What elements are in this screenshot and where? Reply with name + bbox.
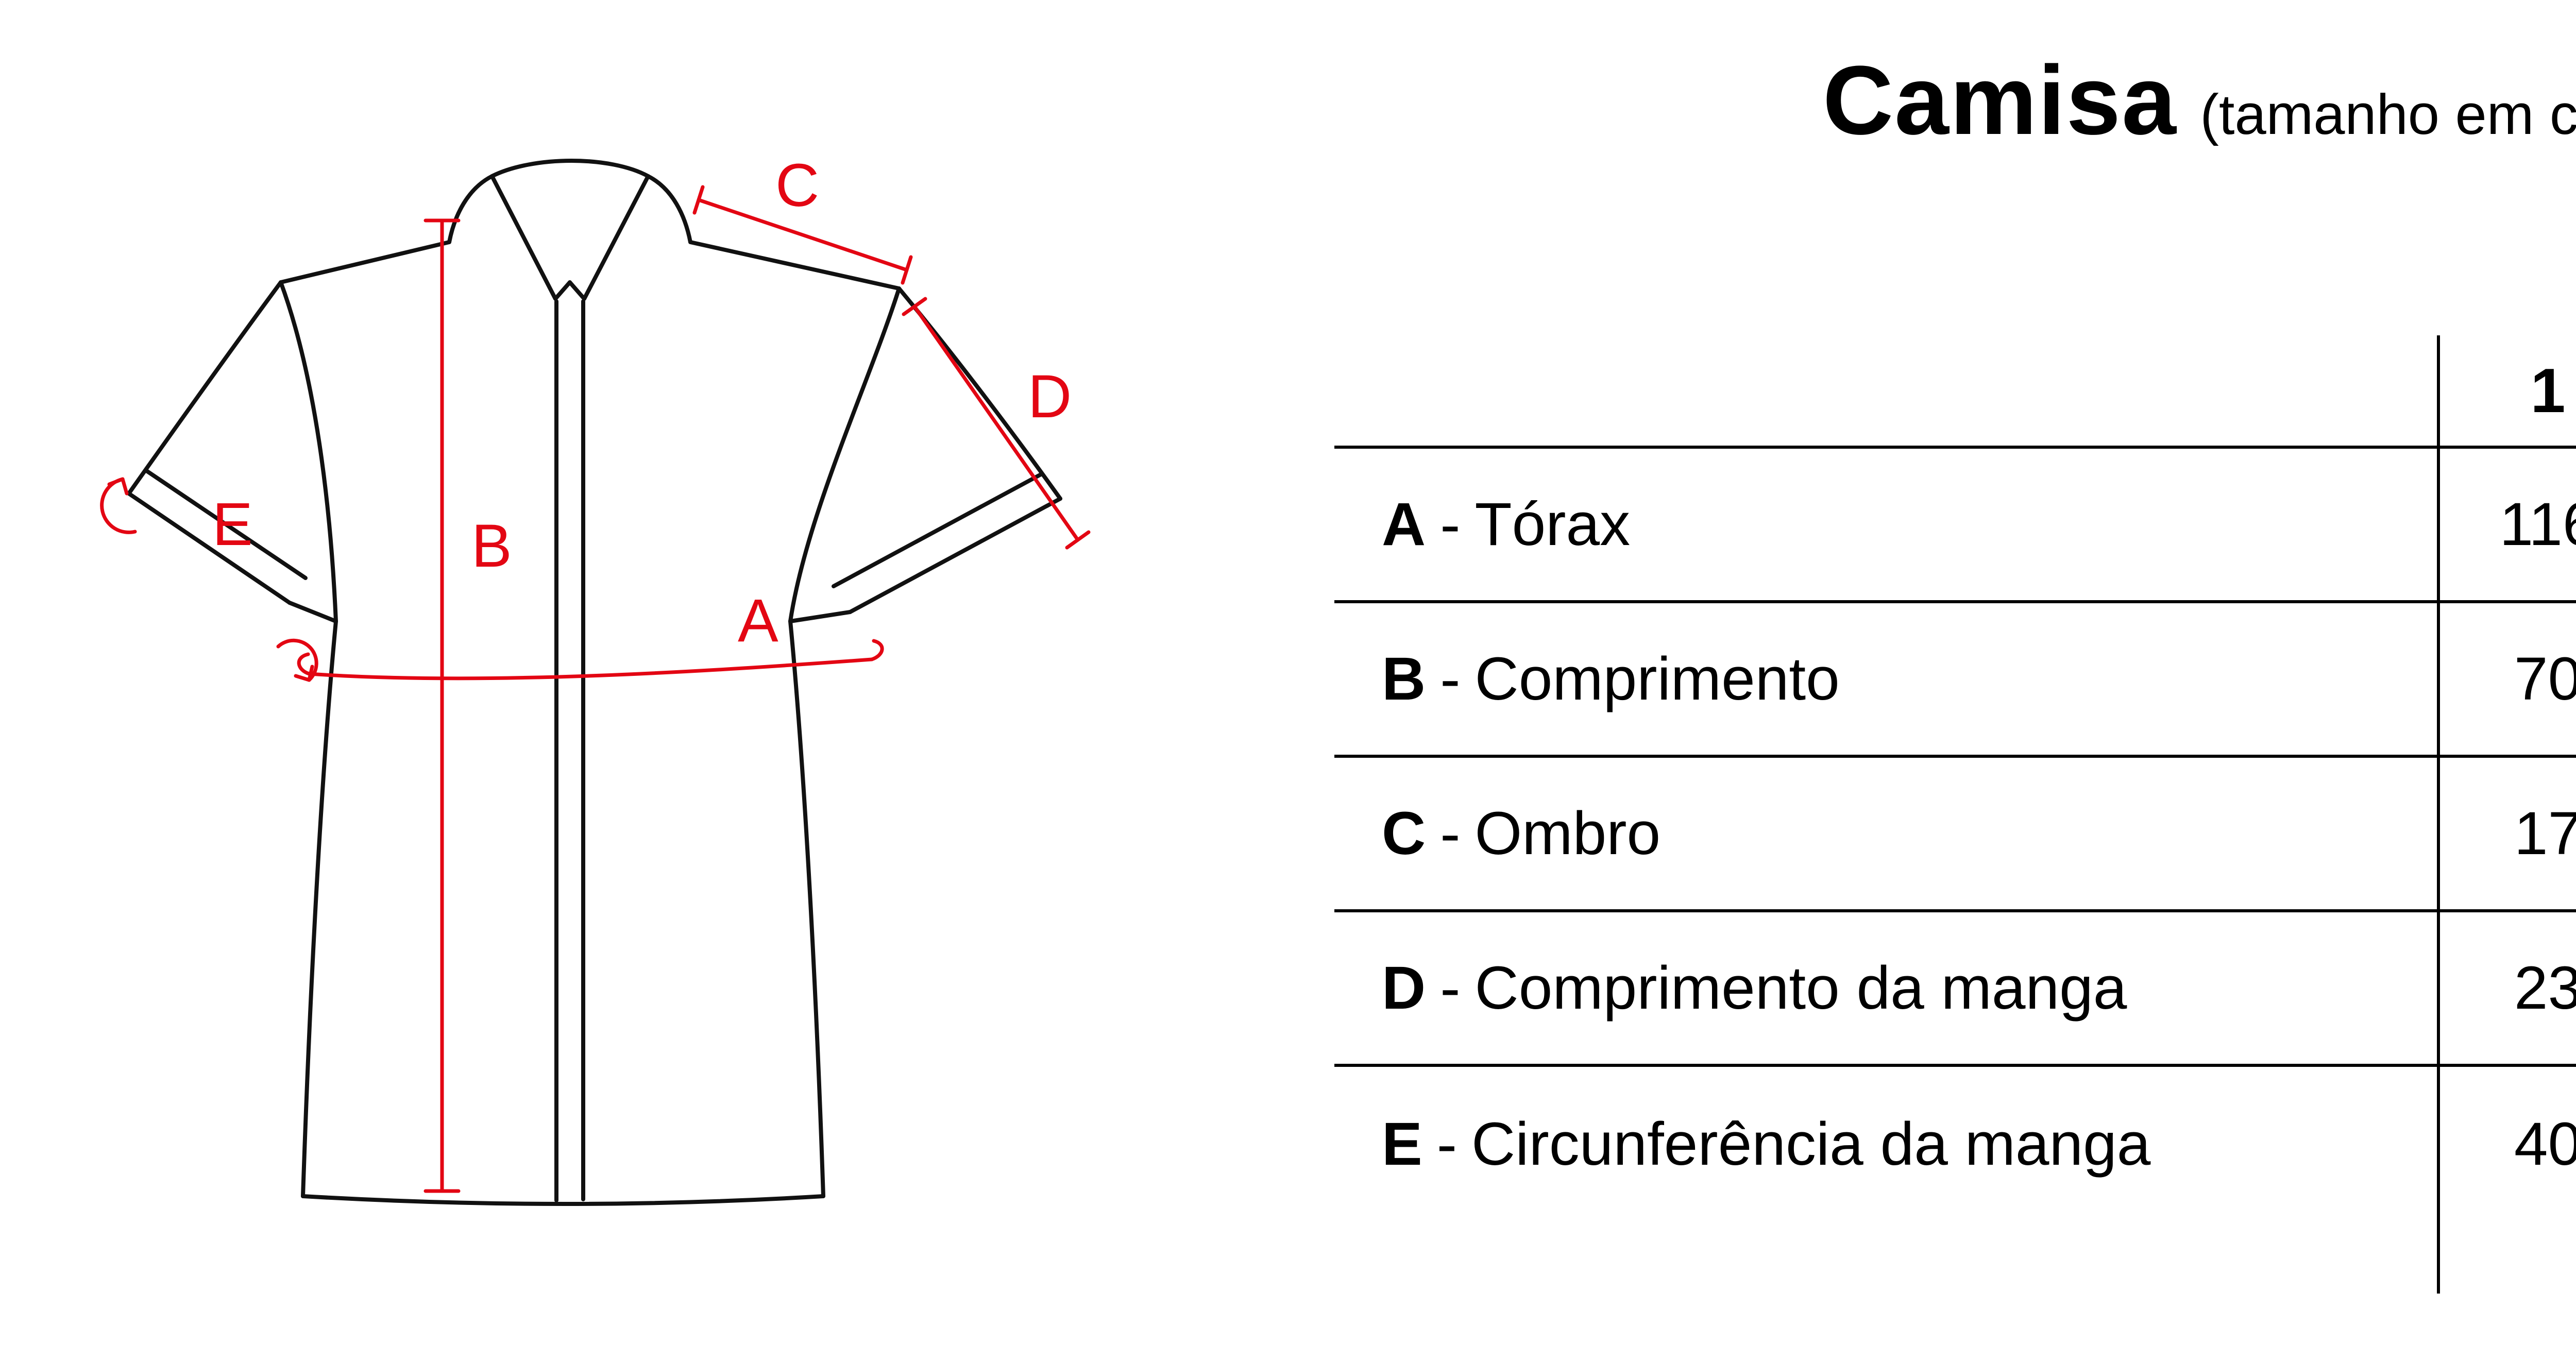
- shirt-outline: [127, 159, 1062, 1206]
- row-name: Tórax: [1475, 490, 1631, 558]
- table-extension-spacer: [1334, 1221, 2437, 1294]
- measurement-label-d: D: [1028, 363, 1072, 431]
- size-panel: Camisa (tamanho em cm) 1 oversized A - T…: [1334, 0, 2576, 1294]
- measurement-a: A: [297, 587, 884, 681]
- row-label-ombro: C - Ombro: [1334, 758, 2437, 912]
- measurement-label-c: C: [775, 151, 819, 219]
- row-key: D: [1382, 954, 1426, 1022]
- row-key: B: [1382, 645, 1426, 713]
- measurement-b: B: [423, 218, 512, 1193]
- row-name: Comprimento: [1475, 645, 1840, 713]
- value-circunferencia-manga-size1: 40: [2437, 1067, 2576, 1221]
- value-comprimento-manga-size1: 23: [2437, 912, 2576, 1067]
- row-separator: -: [1440, 800, 1461, 868]
- row-label-comprimento: B - Comprimento: [1334, 603, 2437, 758]
- row-label-comprimento-manga: D - Comprimento da manga: [1334, 912, 2437, 1067]
- row-key: C: [1382, 800, 1426, 868]
- row-separator: -: [1440, 490, 1461, 558]
- shirt-diagram: B A C D: [0, 0, 1236, 1360]
- row-key: A: [1382, 490, 1426, 558]
- value-comprimento-size1: 70: [2437, 603, 2576, 758]
- measurement-label-a: A: [738, 587, 778, 655]
- header-empty-cell: [1334, 335, 2437, 449]
- value-torax-size1: 116: [2437, 449, 2576, 603]
- size-table: 1 oversized A - Tórax 116 140 B - Compri…: [1334, 335, 2576, 1294]
- row-name: Comprimento da manga: [1475, 954, 2127, 1022]
- table-extension-line-1: [2437, 1221, 2576, 1294]
- measurement-d: D: [902, 297, 1091, 550]
- row-key: E: [1382, 1110, 1422, 1178]
- row-name: Circunferência da manga: [1471, 1110, 2151, 1178]
- row-separator: -: [1440, 645, 1461, 713]
- row-label-torax: A - Tórax: [1334, 449, 2437, 603]
- measurement-c: C: [692, 151, 913, 285]
- measurement-e: E: [100, 477, 318, 682]
- page-title: Camisa: [1822, 46, 2177, 155]
- row-separator: -: [1436, 1110, 1458, 1178]
- row-separator: -: [1440, 954, 1461, 1022]
- value-ombro-size1: 17: [2437, 758, 2576, 912]
- panel-title: Camisa (tamanho em cm): [1334, 46, 2576, 186]
- column-header-size-1: 1: [2437, 335, 2576, 449]
- measurement-label-b: B: [471, 512, 512, 580]
- row-label-circunferencia-manga: E - Circunferência da manga: [1334, 1067, 2437, 1221]
- row-name: Ombro: [1475, 800, 1661, 868]
- page-subtitle: (tamanho em cm): [2200, 83, 2576, 146]
- shirt-diagram-svg: B A C D: [100, 151, 1091, 1206]
- measurement-label-e: E: [212, 490, 253, 558]
